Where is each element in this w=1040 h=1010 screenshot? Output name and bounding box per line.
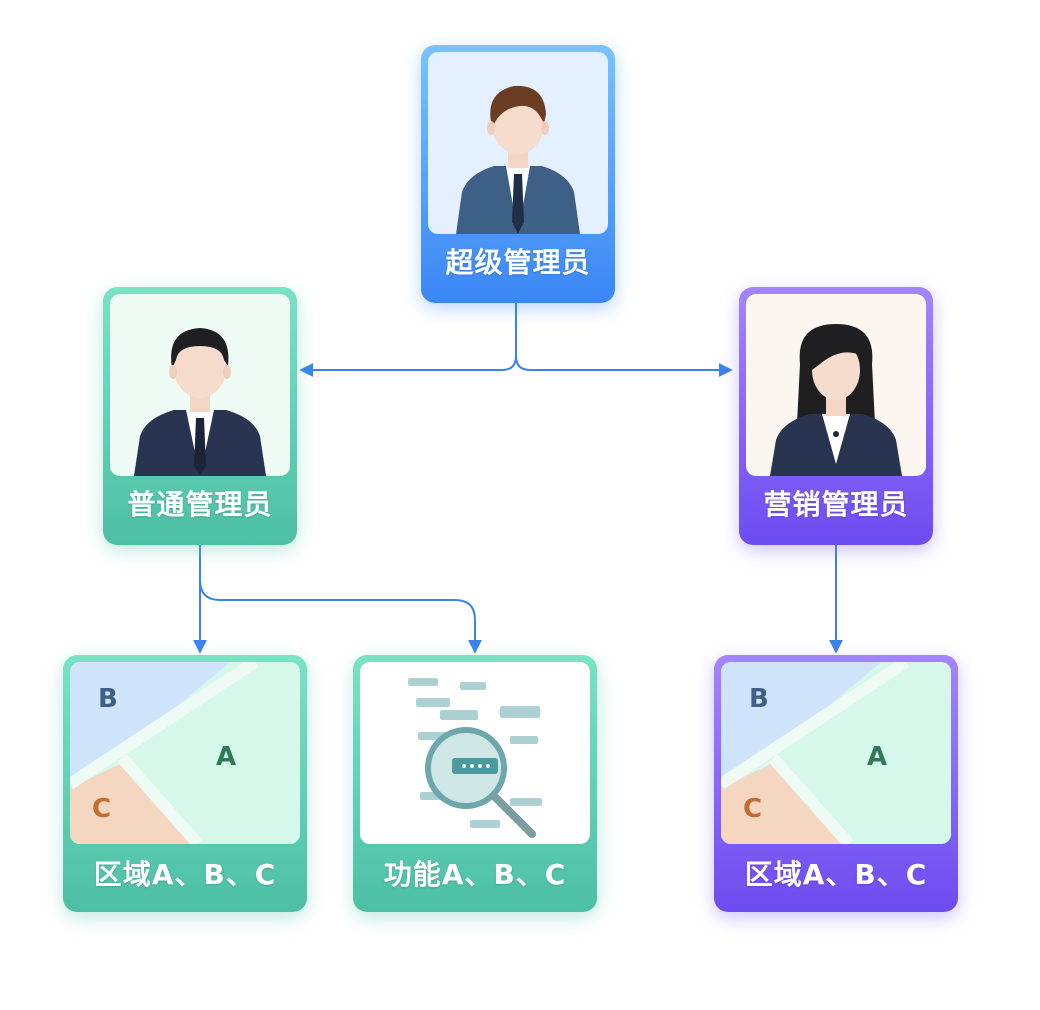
region-b-label: B — [749, 684, 769, 714]
normal-region-label: 区域A、B、C — [93, 858, 277, 891]
region-a-label: A — [867, 742, 888, 772]
marketing-admin-avatar — [746, 294, 926, 476]
region-map: B A C — [70, 662, 300, 844]
super-admin-card[interactable]: 超级管理员 — [421, 45, 615, 303]
normal-region-card[interactable]: B A C 区域A、B、C — [63, 655, 307, 912]
connector-super-to-normal — [299, 303, 517, 377]
normal-admin-card[interactable]: 普通管理员 — [103, 287, 297, 545]
region-b-label: B — [98, 684, 118, 714]
normal-admin-avatar — [110, 294, 290, 476]
normal-function-card[interactable]: 功能A、B、C — [353, 655, 597, 912]
marketing-region-label: 区域A、B、C — [744, 858, 928, 891]
region-c-label: C — [743, 794, 763, 824]
super-admin-label: 超级管理员 — [445, 246, 591, 279]
function-illustration — [360, 662, 590, 844]
female-avatar-icon — [770, 324, 902, 476]
marketing-admin-label: 营销管理员 — [763, 488, 909, 521]
marketing-region-card[interactable]: B A C 区域A、B、C — [714, 655, 958, 912]
connector-super-to-marketing — [515, 355, 733, 377]
normal-admin-label: 普通管理员 — [127, 488, 273, 521]
male-avatar-icon — [456, 85, 580, 234]
region-c-label: C — [92, 794, 112, 824]
region-map: B A C — [721, 662, 951, 844]
region-map-icon — [721, 662, 951, 844]
marketing-admin-card[interactable]: 营销管理员 — [739, 287, 933, 545]
region-a-label: A — [216, 742, 237, 772]
super-admin-avatar — [428, 52, 608, 234]
normal-function-label: 功能A、B、C — [383, 858, 567, 891]
connector-normal-to-function — [199, 579, 482, 654]
region-map-icon — [70, 662, 300, 844]
magnifier-search-icon — [408, 678, 542, 838]
male-avatar-icon — [134, 328, 266, 476]
